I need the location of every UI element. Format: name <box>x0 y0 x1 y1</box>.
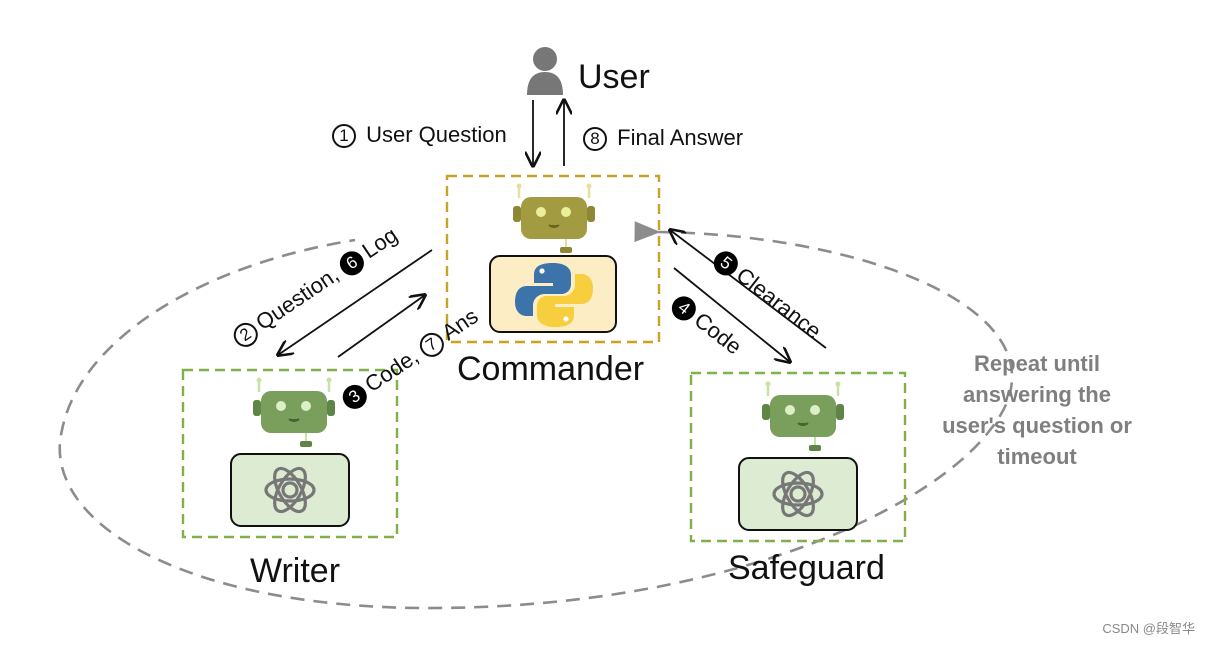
safeguard-robot-icon <box>762 381 844 451</box>
step1-number: 1 <box>332 124 356 149</box>
repeat-loop-path <box>58 221 1014 610</box>
repeat-note-line4: timeout <box>997 444 1077 469</box>
safeguard-box <box>689 371 907 543</box>
writer-robot-icon <box>253 377 335 447</box>
arrow-commander-to-writer <box>278 249 433 355</box>
step1-label: 1 User Question <box>332 122 507 149</box>
user-icon <box>527 47 563 95</box>
step1-text: User Question <box>366 122 507 147</box>
repeat-note-line3: user's question or <box>942 413 1132 438</box>
watermark: CSDN @段智华 <box>1102 621 1195 636</box>
writer-label: Writer <box>250 552 341 590</box>
writer-openai-logo-icon <box>230 453 350 527</box>
user-label: User <box>578 58 650 96</box>
arrow-safeguard-to-commander <box>670 230 827 349</box>
arrow-commander-to-safeguard <box>673 267 790 362</box>
repeat-note-line1: Repeat until <box>974 351 1100 376</box>
safeguard-openai-logo-icon <box>738 457 858 531</box>
repeat-note: Repeat until answering the user's questi… <box>927 348 1147 472</box>
writer-box <box>181 368 399 539</box>
step8-number: 8 <box>583 127 607 152</box>
step8-label: 8 Final Answer <box>583 125 744 152</box>
commander-box <box>445 174 661 344</box>
arrow-writer-to-commander <box>337 295 425 358</box>
commander-label: Commander <box>457 350 645 388</box>
commander-robot-icon <box>513 183 595 253</box>
repeat-note-line2: answering the <box>963 382 1111 407</box>
python-logo-icon <box>489 255 617 333</box>
step8-text: Final Answer <box>617 125 744 150</box>
safeguard-label: Safeguard <box>728 549 885 587</box>
